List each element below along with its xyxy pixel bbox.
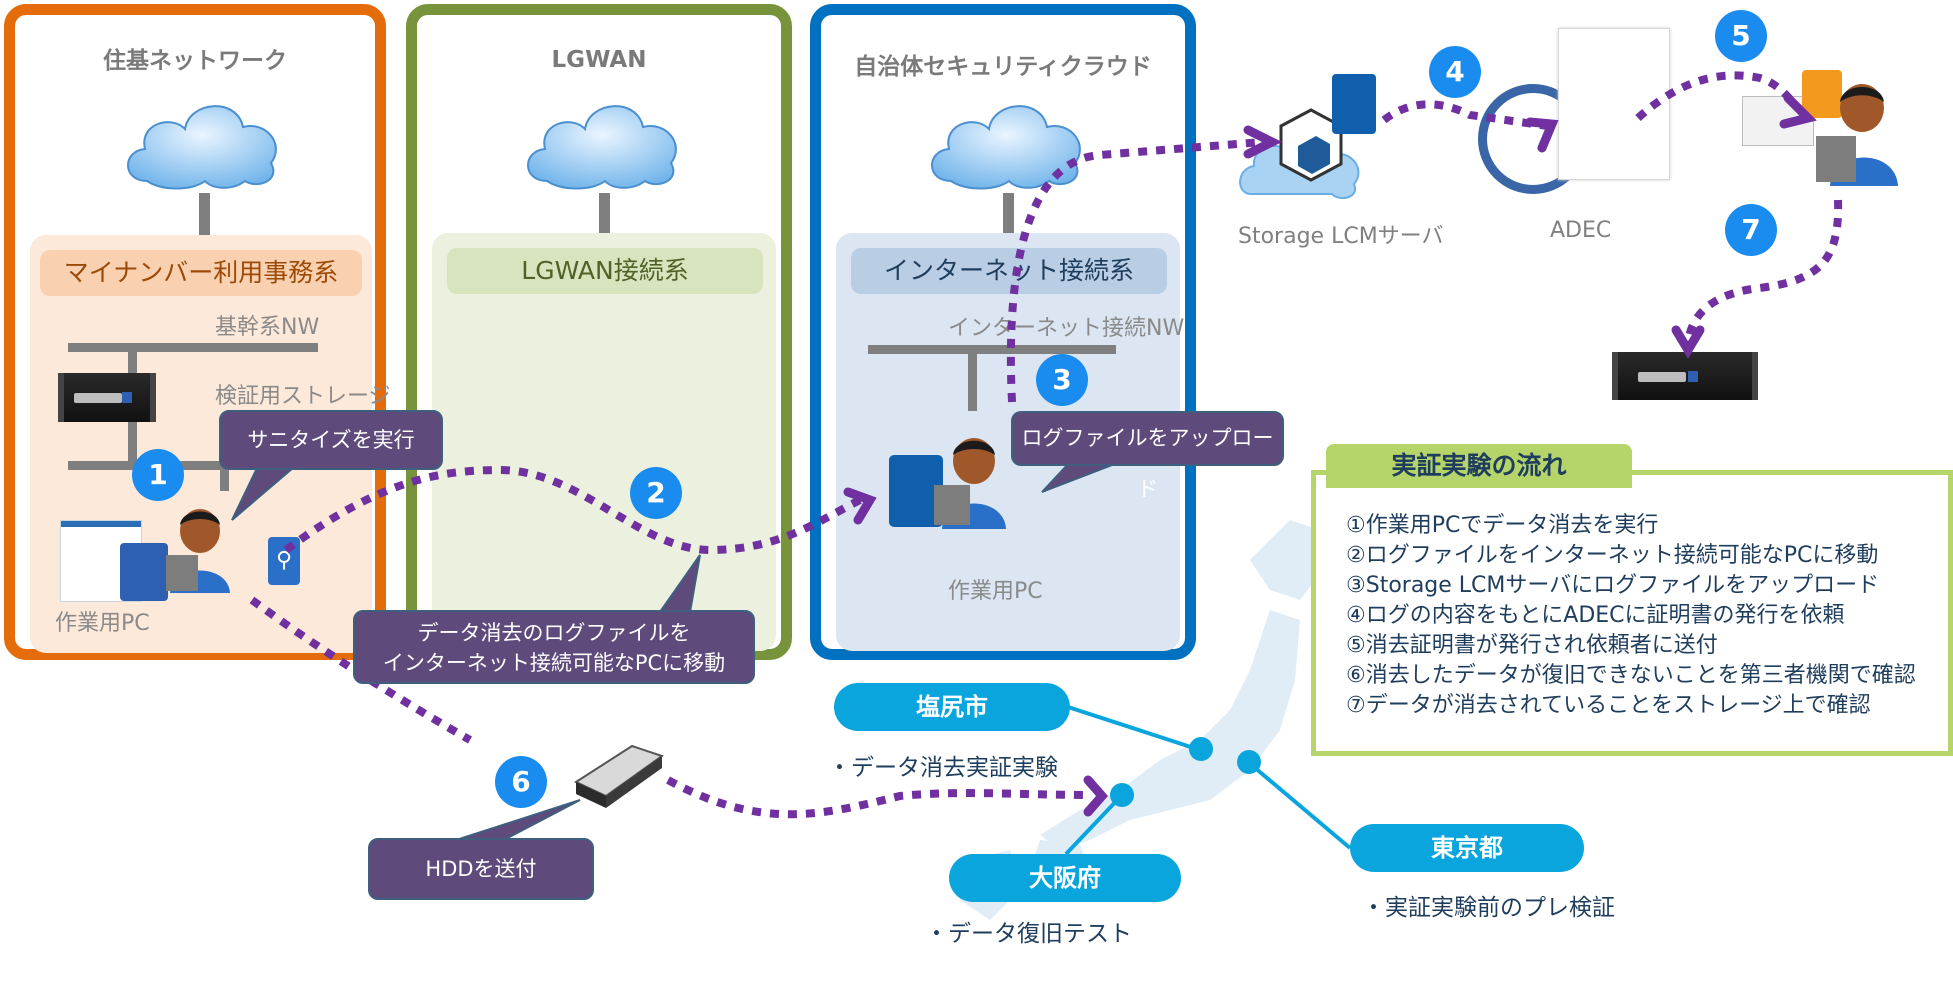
location-pill-osaka: 大阪府 [949, 854, 1181, 902]
cloud-icon [117, 93, 287, 193]
flow-panel: ①作業用PCでデータ消去を実行 ②ログファイルをインターネット接続可能なPCに移… [1311, 470, 1953, 756]
pc-label: 作業用PC [948, 579, 1043, 604]
cloud-link [1003, 193, 1014, 235]
callout-text: ログファイルをアップロード [1021, 426, 1274, 501]
callout-text-line2: インターネット接続可能なPCに移動 [382, 651, 726, 675]
adec-label: ADEC [1550, 218, 1612, 243]
step-number-3: 3 [1036, 354, 1088, 406]
zone-title: 自治体セキュリティクラウド [854, 54, 1152, 80]
flow-steps-list: ①作業用PCでデータ消去を実行 ②ログファイルをインターネット接続可能なPCに移… [1346, 511, 1916, 721]
flow-step: ④ログの内容をもとにADECに証明書の発行を依頼 [1346, 603, 1845, 628]
location-pill-shiojiri: 塩尻市 [834, 683, 1070, 731]
location-pill-tokyo: 東京都 [1350, 824, 1584, 872]
zone-title: LGWAN [551, 47, 647, 73]
zone-security-cloud: 自治体セキュリティクラウド インターネット接続系 インターネット接続NW 作業用… [810, 4, 1196, 660]
internet-network-bar [868, 345, 1116, 354]
subhead-lgwan: LGWAN接続系 [447, 248, 763, 294]
zone-title: 住基ネットワーク [103, 48, 287, 74]
arrowhead-step-7 [1671, 325, 1705, 359]
callout-send-hdd: HDDを送付 [368, 838, 594, 900]
verification-storage-icon [58, 373, 156, 422]
flow-step: ①作業用PCでデータ消去を実行 [1346, 513, 1659, 538]
arrow-step-6b [666, 776, 1091, 819]
zone-lgwan: LGWAN LGWAN接続系 [406, 4, 792, 660]
callout-sanitize: サニタイズを実行 [219, 410, 443, 470]
usb-drive-icon: ⚲ [268, 537, 300, 585]
location-note-shiojiri: ・データ消去実証実験 [828, 755, 1058, 781]
connector-shiojiri [1067, 705, 1201, 752]
cloud-link [199, 193, 210, 235]
connector-tokyo [1246, 760, 1352, 850]
internet-drop [968, 345, 977, 411]
location-note-tokyo: ・実証実験前のプレ検証 [1362, 895, 1615, 921]
callout-move-log: データ消去のログファイルを インターネット接続可能なPCに移動 [353, 610, 755, 684]
cloud-link [599, 193, 610, 235]
storage-label: 検証用ストレージ [215, 384, 391, 409]
step-number-7: 7 [1725, 204, 1777, 256]
callout-text-line1: データ消去のログファイルを [417, 621, 691, 645]
flow-step: ③Storage LCMサーバにログファイルをアップロード [1346, 573, 1880, 598]
step-number-6: 6 [495, 756, 547, 808]
step-number-1: 1 [132, 449, 184, 501]
lgwan-area: LGWAN接続系 [432, 233, 776, 651]
flow-step: ⑦データが消去されていることをストレージ上で確認 [1346, 693, 1871, 718]
certificate-document-icon [1558, 28, 1670, 180]
requester-user-icon [1806, 78, 1910, 192]
pin-shiojiri [1189, 737, 1213, 761]
step-number-4: 4 [1429, 46, 1481, 98]
step-number-5: 5 [1715, 10, 1767, 62]
network-label: インターネット接続NW [948, 316, 1185, 341]
storage-lcm-server-icon [1236, 74, 1376, 204]
pin-tokyo [1237, 750, 1261, 774]
callout-upload-log: ログファイルをアップロード [1011, 411, 1284, 501]
storage-drop [128, 422, 137, 462]
flow-step: ⑥消去したデータが復旧できないことを第三者機関で確認 [1346, 663, 1916, 688]
storage-check-server-icon [1612, 352, 1758, 400]
cloud-icon [921, 93, 1091, 193]
flow-panel-title: 実証実験の流れ [1326, 444, 1632, 488]
backbone-network-bar [68, 343, 318, 352]
hdd-icon [572, 742, 665, 808]
step-number-2: 2 [630, 467, 682, 519]
arrowhead-step-6 [1083, 775, 1108, 817]
location-note-osaka: ・データ復旧テスト [925, 921, 1132, 947]
cloud-icon [517, 93, 687, 193]
subhead-internet: インターネット接続系 [851, 248, 1167, 294]
flow-step: ⑤消去証明書が発行され依頼者に送付 [1346, 633, 1718, 658]
zone-juki-network: 住基ネットワーク マイナンバー利用事務系 基幹系NW 検証用ストレージ ⚲ 作業… [4, 4, 391, 660]
pc-drop [220, 461, 229, 491]
backbone-drop [128, 343, 137, 373]
pin-osaka [1110, 783, 1134, 807]
user-at-pc-icon [160, 503, 240, 597]
callout-text: HDDを送付 [425, 857, 537, 881]
flow-step: ②ログファイルをインターネット接続可能なPCに移動 [1346, 543, 1879, 568]
storage-lcm-label: Storage LCMサーバ [1238, 224, 1444, 249]
key-document-icon [120, 543, 168, 601]
pc-label: 作業用PC [55, 611, 150, 636]
subhead-mynumber: マイナンバー利用事務系 [40, 250, 362, 296]
user-at-pc-icon [924, 431, 1014, 535]
network-label: 基幹系NW [215, 315, 320, 340]
connector-osaka [1064, 793, 1124, 856]
callout-text: サニタイズを実行 [247, 428, 415, 452]
